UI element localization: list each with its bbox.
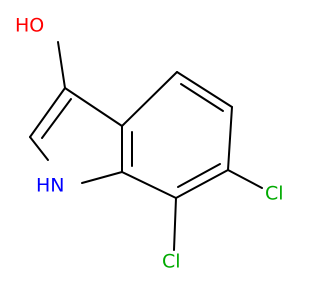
bond-c3a-c4	[121, 71, 178, 127]
molecule-structure: HO HN Cl Cl	[15, 15, 284, 273]
bond-n1-c7a	[81, 171, 123, 184]
chlorine-label-2: Cl	[162, 251, 181, 273]
bond-c4-c5	[176, 71, 233, 108]
bond-c6-c7-inner	[177, 163, 221, 188]
structure-canvas: HO HN Cl Cl	[15, 14, 284, 273]
chlorine-label-1: Cl	[265, 183, 284, 205]
bond-group	[29, 41, 263, 251]
bond-c6-c7	[175, 169, 229, 199]
bond-c7-cl	[173, 197, 177, 251]
bond-c3-c2-inner	[41, 98, 72, 139]
bond-c7-c7a	[121, 171, 177, 199]
amine-label: HN	[36, 175, 65, 197]
hydroxyl-label: HO	[15, 15, 44, 37]
bond-c3a-c3	[64, 87, 123, 127]
bond-c3-c2	[29, 87, 66, 138]
bond-c3-o	[57, 41, 66, 89]
bond-c2-n1	[29, 136, 49, 161]
bond-c6-cl	[227, 169, 263, 189]
bond-c5-c6	[227, 106, 233, 171]
bond-c4-c5-inner	[180, 83, 224, 112]
